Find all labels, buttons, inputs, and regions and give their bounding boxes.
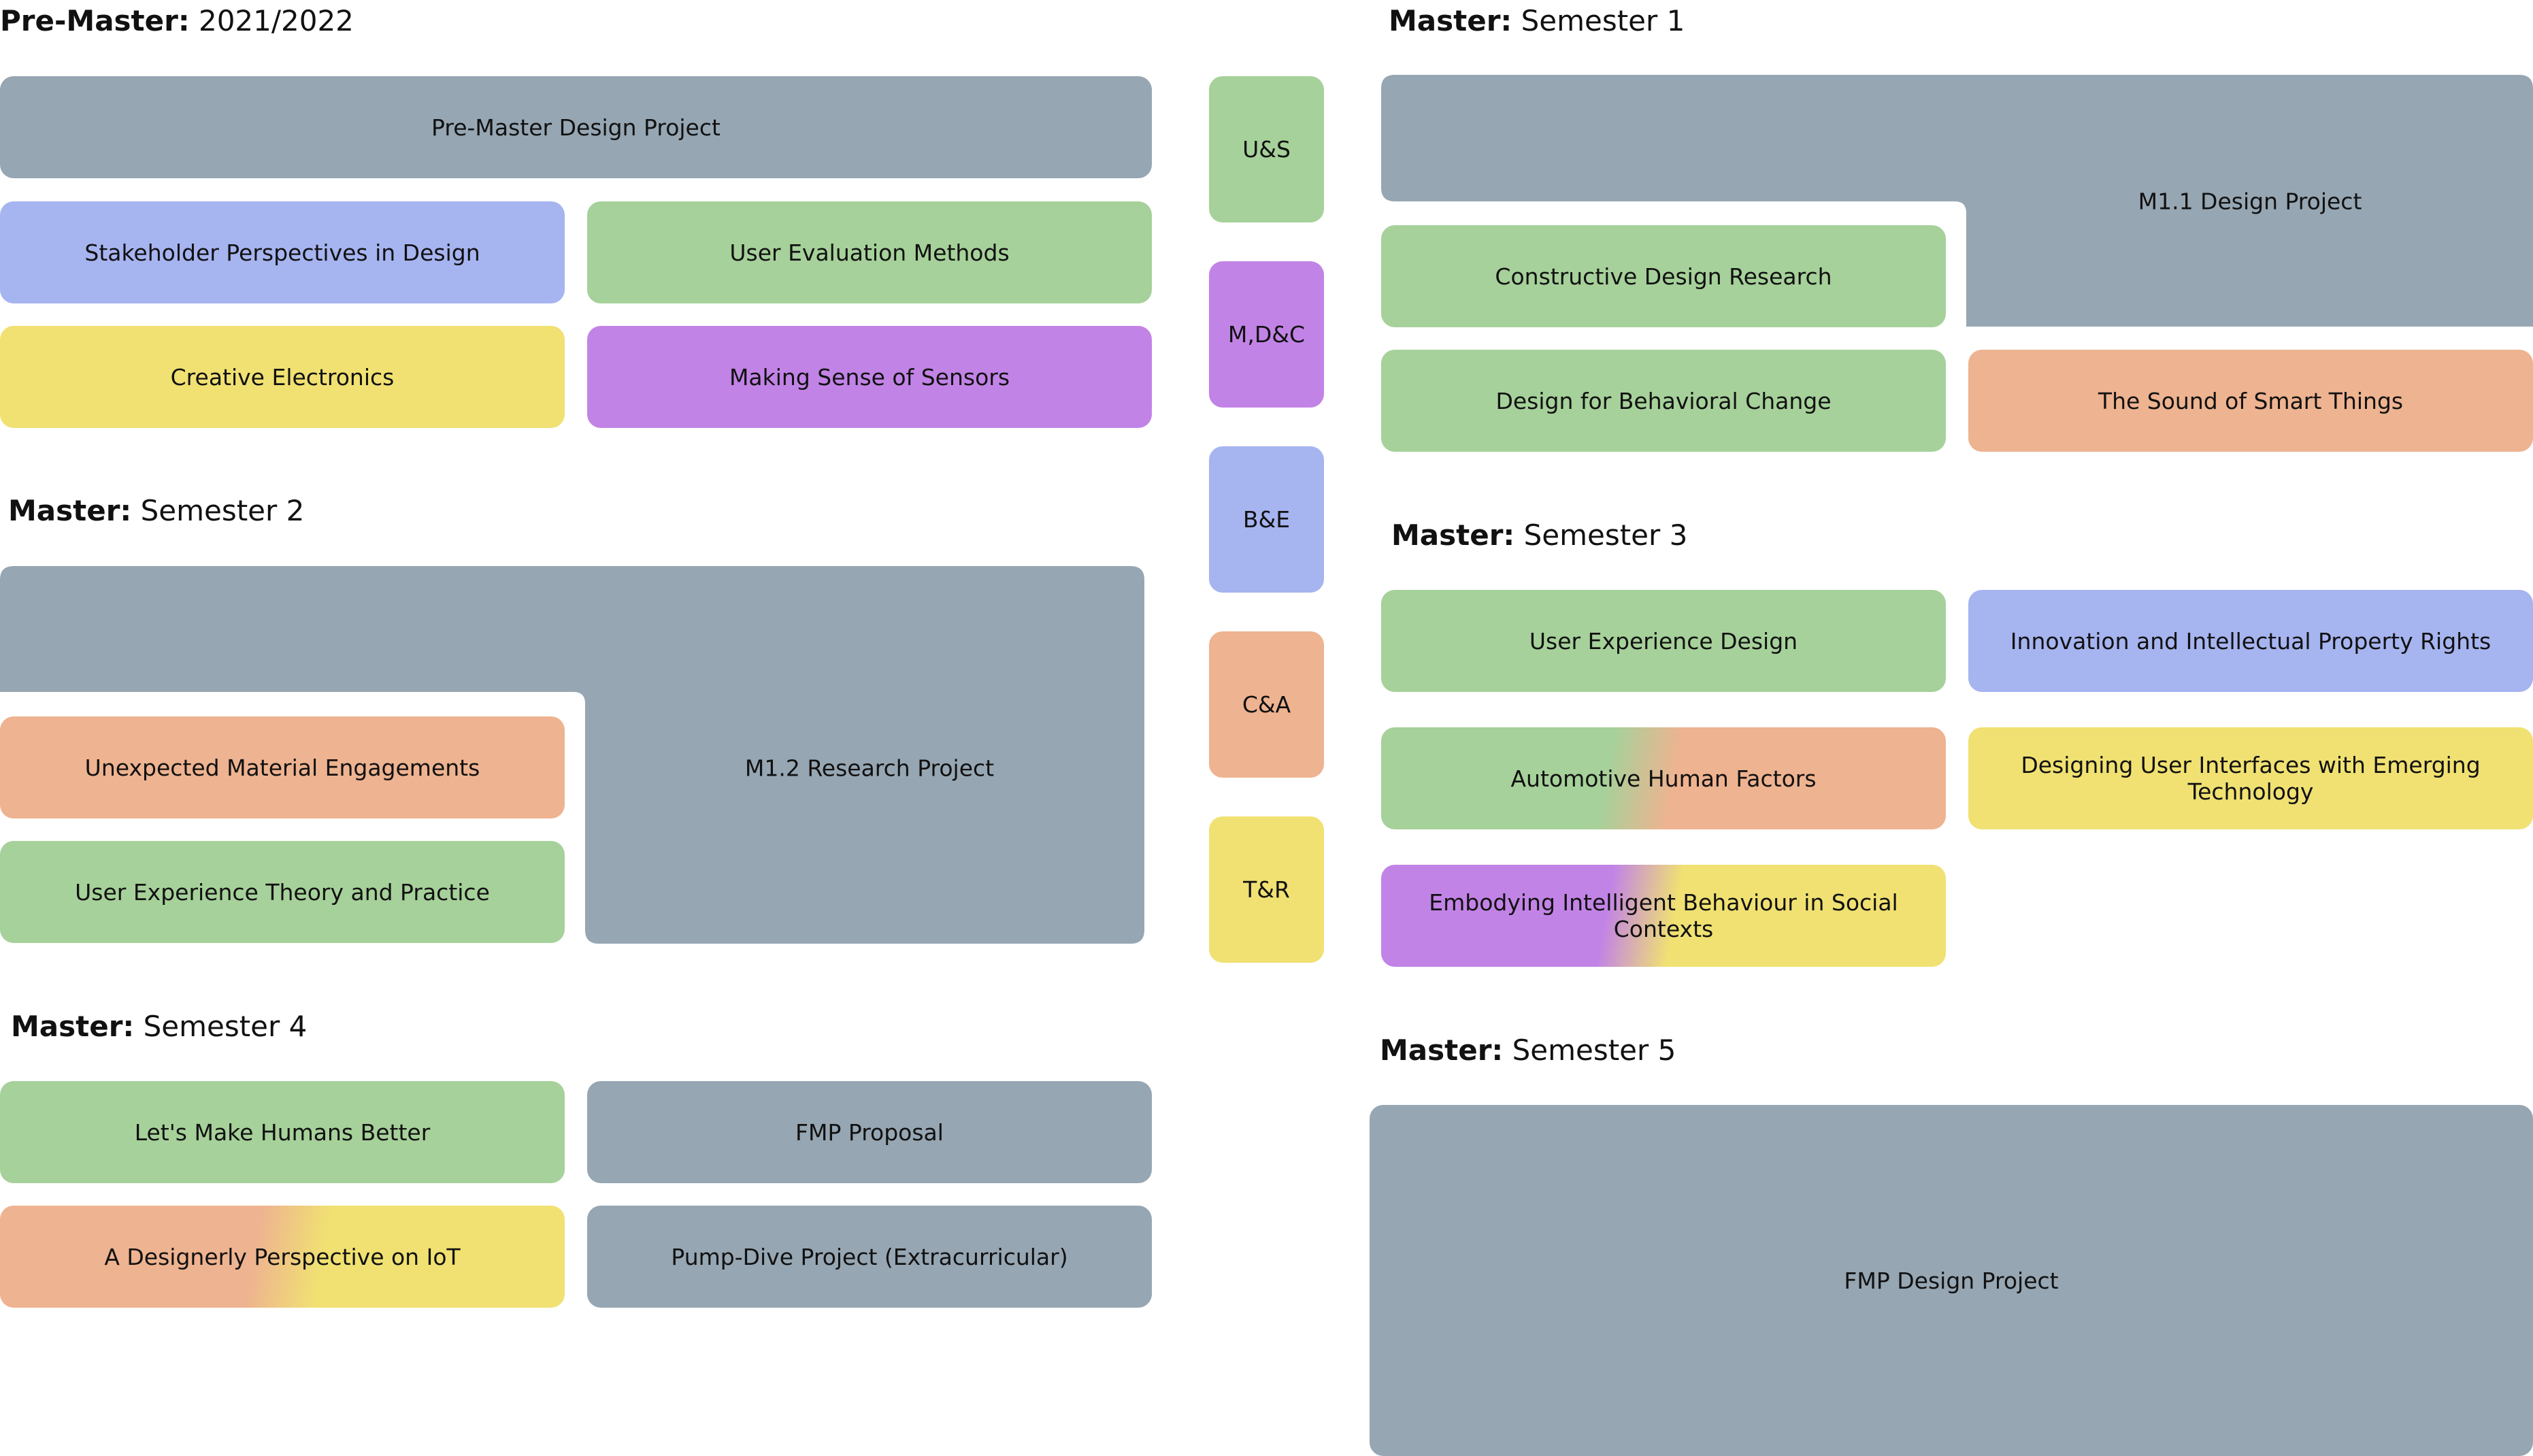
semester-4-header: Master: Semester 4 [11, 1012, 307, 1041]
semester-1-header: Master: Semester 1 [1389, 7, 1685, 35]
legend-be: B&E [1209, 446, 1324, 593]
header-value: Semester 3 [1523, 518, 1688, 552]
course-m1-1-design-project-shape [1381, 75, 2533, 327]
course-designerly-perspective-iot: A Designerly Perspective on IoT [0, 1206, 565, 1308]
header-label: Pre-Master: [0, 4, 190, 37]
pre-master-header: Pre-Master: 2021/2022 [0, 7, 354, 35]
course-constructive-design-research: Constructive Design Research [1381, 225, 1946, 327]
course-pump-dive-project: Pump-Dive Project (Extracurricular) [587, 1206, 1152, 1308]
course-designing-ui-emerging-tech: Designing User Interfaces with Emerging … [1968, 727, 2533, 829]
legend-us: U&S [1209, 76, 1324, 222]
course-sound-of-smart-things: The Sound of Smart Things [1968, 350, 2533, 452]
course-design-for-behavioral-change: Design for Behavioral Change [1381, 350, 1946, 452]
course-lets-make-humans-better: Let's Make Humans Better [0, 1081, 565, 1183]
header-value: Semester 1 [1521, 4, 1685, 37]
course-stakeholder-perspectives: Stakeholder Perspectives in Design [0, 201, 565, 303]
course-user-experience-theory: User Experience Theory and Practice [0, 841, 565, 943]
semester-2-header: Master: Semester 2 [8, 497, 304, 525]
header-label: Master: [8, 494, 132, 527]
course-unexpected-material-engagements: Unexpected Material Engagements [0, 716, 565, 818]
course-user-evaluation-methods: User Evaluation Methods [587, 201, 1152, 303]
semester-5-header: Master: Semester 5 [1380, 1036, 1676, 1065]
header-label: Master: [1389, 4, 1512, 37]
header-label: Master: [11, 1010, 135, 1043]
header-label: Master: [1391, 518, 1515, 552]
legend-ca: C&A [1209, 631, 1324, 778]
header-value: 2021/2022 [198, 4, 354, 37]
legend-tr: T&R [1209, 816, 1324, 963]
course-innovation-ip-rights: Innovation and Intellectual Property Rig… [1968, 590, 2533, 692]
header-value: Semester 5 [1512, 1033, 1676, 1067]
header-value: Semester 4 [143, 1010, 308, 1043]
header-value: Semester 2 [140, 494, 305, 527]
course-m1-2-research-project: M1.2 Research Project [744, 755, 995, 782]
course-fmp-proposal: FMP Proposal [587, 1081, 1152, 1183]
course-creative-electronics: Creative Electronics [0, 326, 565, 428]
course-m1-2-research-project-shape [0, 566, 1144, 944]
course-embodying-intelligent-behaviour: Embodying Intelligent Behaviour in Socia… [1381, 865, 1946, 967]
course-user-experience-design: User Experience Design [1381, 590, 1946, 692]
course-fmp-design-project: FMP Design Project [1370, 1105, 2533, 1456]
course-pre-master-design-project: Pre-Master Design Project [0, 76, 1152, 178]
course-automotive-human-factors: Automotive Human Factors [1381, 727, 1946, 829]
legend-mdc: M,D&C [1209, 261, 1324, 408]
course-m1-1-design-project: M1.1 Design Project [2138, 188, 2362, 215]
course-making-sense-of-sensors: Making Sense of Sensors [587, 326, 1152, 428]
header-label: Master: [1380, 1033, 1504, 1067]
semester-3-header: Master: Semester 3 [1391, 521, 1687, 550]
